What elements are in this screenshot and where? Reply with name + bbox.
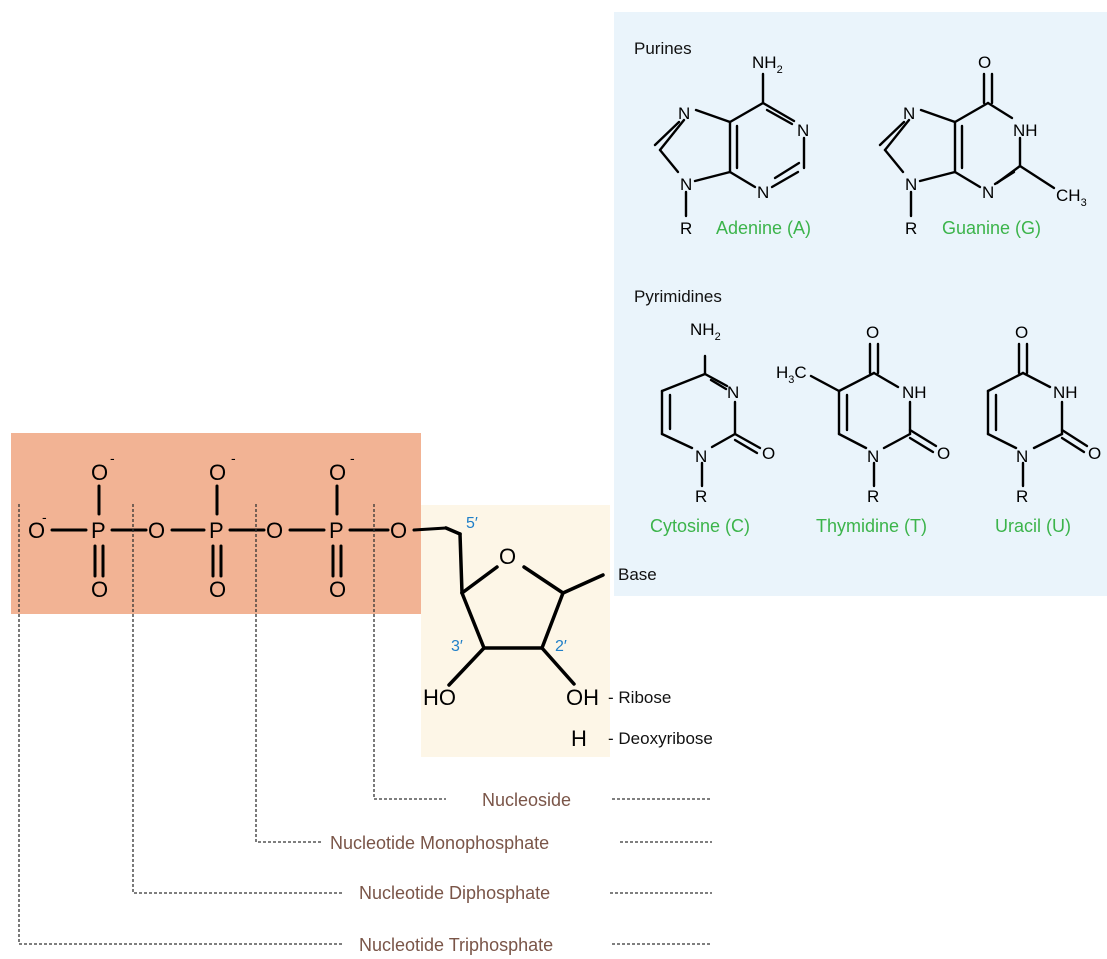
triphosphate-chain: O - P O - O O P O - O O P O - O O: [28, 450, 448, 602]
uracil-o2: O: [1088, 444, 1101, 463]
uracil-label: Uracil (U): [995, 516, 1071, 536]
uracil-r: R: [1016, 487, 1028, 506]
o-alpha-bottom: O: [329, 577, 346, 602]
uracil-n1: N: [1016, 447, 1028, 466]
deoxyribose-label: - Deoxyribose: [608, 729, 713, 748]
phosphorus-beta: P: [209, 518, 224, 543]
phosphate-group-box: [11, 433, 421, 614]
cytosine-n3: N: [727, 383, 739, 402]
o-gamma-bottom: O: [91, 577, 108, 602]
thymidine-o2: O: [937, 444, 950, 463]
position-3prime: 3′: [451, 638, 463, 655]
guanine-n7: N: [903, 104, 915, 123]
sugar-ring: O HO OH H: [423, 526, 605, 751]
thymidine-label: Thymidine (T): [816, 516, 927, 536]
guanine-n9: N: [905, 175, 917, 194]
adenine-r: R: [680, 219, 692, 238]
adenine-label: Adenine (A): [716, 218, 811, 238]
cytosine-label: Cytosine (C): [650, 516, 750, 536]
o-bridge-5prime: O: [390, 518, 407, 543]
o-bridge-1: O: [148, 518, 165, 543]
thymidine-o4: O: [866, 323, 879, 342]
ribose-label: - Ribose: [608, 688, 671, 707]
cytosine-o: O: [762, 444, 775, 463]
position-5prime: 5′: [466, 515, 478, 532]
adenine-structure: N N N N NH2 R: [653, 53, 809, 238]
hydroxyl-3prime: HO: [423, 685, 456, 710]
position-2prime: 2′: [555, 638, 567, 655]
uracil-o4: O: [1015, 323, 1028, 342]
diphosphate-label: Nucleotide Diphosphate: [359, 883, 550, 903]
pyrimidines-title: Pyrimidines: [634, 287, 722, 306]
o-alpha-top-charge: -: [350, 450, 355, 466]
cytosine-r: R: [695, 487, 707, 506]
adenine-n3: N: [757, 183, 769, 202]
o-terminal-charge: -: [42, 509, 47, 525]
guanine-methyl: CH3: [1056, 186, 1087, 209]
o-bridge-2: O: [266, 518, 283, 543]
guanine-n3: N: [982, 183, 994, 202]
uracil-structure: O NH O N R: [986, 323, 1101, 506]
o-beta-top: O: [209, 460, 226, 485]
category-brackets: [18, 504, 712, 945]
thymidine-structure: O H3C NH O N R: [776, 323, 950, 506]
o-alpha-top: O: [329, 460, 346, 485]
o-beta-bottom: O: [209, 577, 226, 602]
base-attachment-label: Base: [618, 565, 657, 584]
o-terminal: O: [28, 518, 45, 543]
adenine-amino: NH2: [752, 53, 783, 76]
thymidine-methyl: H3C: [776, 363, 807, 386]
thymidine-r: R: [867, 487, 879, 506]
adenine-n1: N: [797, 121, 809, 140]
nucleoside-label: Nucleoside: [482, 790, 571, 810]
guanine-nh: NH: [1013, 121, 1038, 140]
guanine-o: O: [978, 53, 991, 72]
guanine-r: R: [905, 219, 917, 238]
guanine-label: Guanine (G): [942, 218, 1041, 238]
adenine-n9: N: [680, 175, 692, 194]
thymidine-n1: N: [867, 447, 879, 466]
sugar-box: [421, 505, 610, 757]
adenine-n7: N: [678, 104, 690, 123]
guanine-structure: O N N NH N CH3 R: [878, 53, 1087, 238]
thymidine-nh: NH: [902, 383, 927, 402]
ring-oxygen: O: [499, 544, 516, 569]
cytosine-structure: NH2 N O N R: [660, 320, 775, 506]
monophosphate-label: Nucleotide Monophosphate: [330, 833, 549, 853]
o-gamma-top-charge: -: [110, 450, 115, 466]
uracil-nh: NH: [1053, 383, 1078, 402]
hydroxyl-2prime: OH: [566, 685, 599, 710]
phosphorus-gamma: P: [91, 518, 106, 543]
hydrogen-2prime: H: [571, 726, 587, 751]
o-beta-top-charge: -: [231, 450, 236, 466]
cytosine-amino: NH2: [690, 320, 721, 343]
cytosine-n1: N: [695, 447, 707, 466]
purines-title: Purines: [634, 39, 692, 58]
o-gamma-top: O: [91, 460, 108, 485]
phosphorus-alpha: P: [329, 518, 344, 543]
triphosphate-label: Nucleotide Triphosphate: [359, 935, 553, 955]
